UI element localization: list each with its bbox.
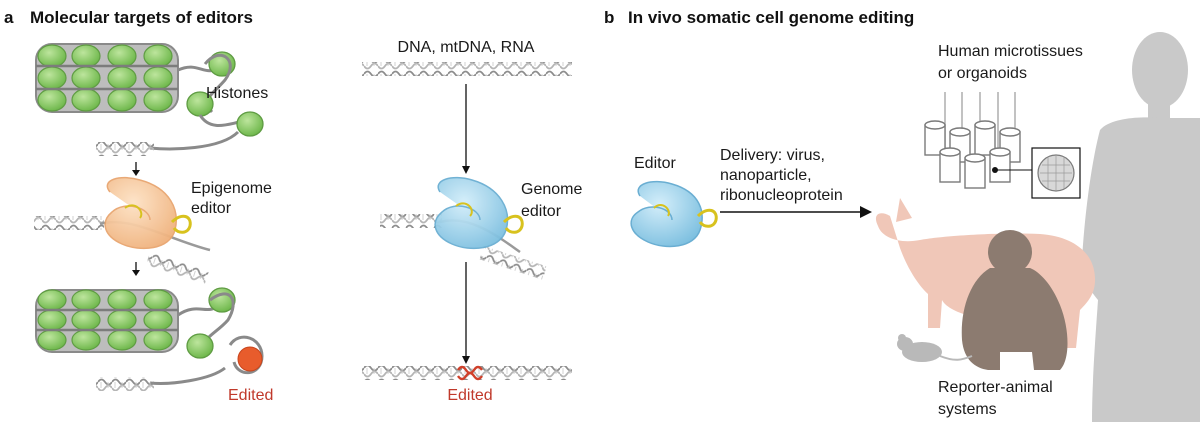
human-silhouette	[1082, 32, 1200, 422]
delivery-arrow	[720, 206, 872, 218]
guide-rna-loop	[170, 214, 192, 234]
panel-b-letter: b	[604, 8, 614, 27]
reporter-label-line2: systems	[938, 401, 997, 418]
chromatin-cluster-bottom	[35, 287, 264, 391]
arrow-down-1	[132, 162, 140, 176]
genome-editor-complex	[380, 176, 547, 280]
editor-label: Editor	[634, 155, 676, 172]
microtissue-array	[924, 92, 1081, 199]
delivery-label-line1: Delivery: virus,	[720, 147, 825, 164]
epigenome-editor-label-line1: Epigenome	[191, 180, 272, 197]
edited-label-right: Edited	[447, 387, 492, 404]
arrow-down-3	[462, 84, 470, 174]
edited-label-left: Edited	[228, 387, 273, 404]
genome-editor-label-line2: editor	[521, 203, 562, 220]
delivery-label-line2: nanoparticle,	[720, 167, 812, 184]
mouse-silhouette	[897, 334, 973, 362]
panel-a-title: Molecular targets of editors	[30, 8, 253, 27]
histones-label: Histones	[206, 85, 268, 102]
reporter-label-line1: Reporter-animal	[938, 379, 1053, 396]
dna-strand-top	[362, 62, 572, 76]
epigenome-editor-label-line2: editor	[191, 200, 232, 217]
editor-small-icon	[630, 180, 718, 248]
delivery-label-line3: ribonucleoprotein	[720, 187, 843, 204]
monkey-silhouette	[961, 230, 1068, 370]
microtissues-label-line2: or organoids	[938, 65, 1027, 82]
panel-b-title: In vivo somatic cell genome editing	[628, 8, 914, 27]
arrow-down-2	[132, 262, 140, 276]
genome-editor-label-line1: Genome	[521, 181, 582, 198]
dna-strand	[96, 142, 154, 156]
dna-strand-edited	[362, 365, 572, 381]
epigenome-editor-complex	[34, 176, 211, 285]
chromatin-cluster-top	[35, 43, 264, 156]
edited-nucleosome-mark	[237, 346, 263, 372]
microtissues-label-line1: Human microtissues	[938, 43, 1083, 60]
panel-a-letter: a	[4, 8, 14, 27]
arrow-down-4	[462, 262, 470, 364]
dna-types-label: DNA, mtDNA, RNA	[398, 39, 535, 56]
